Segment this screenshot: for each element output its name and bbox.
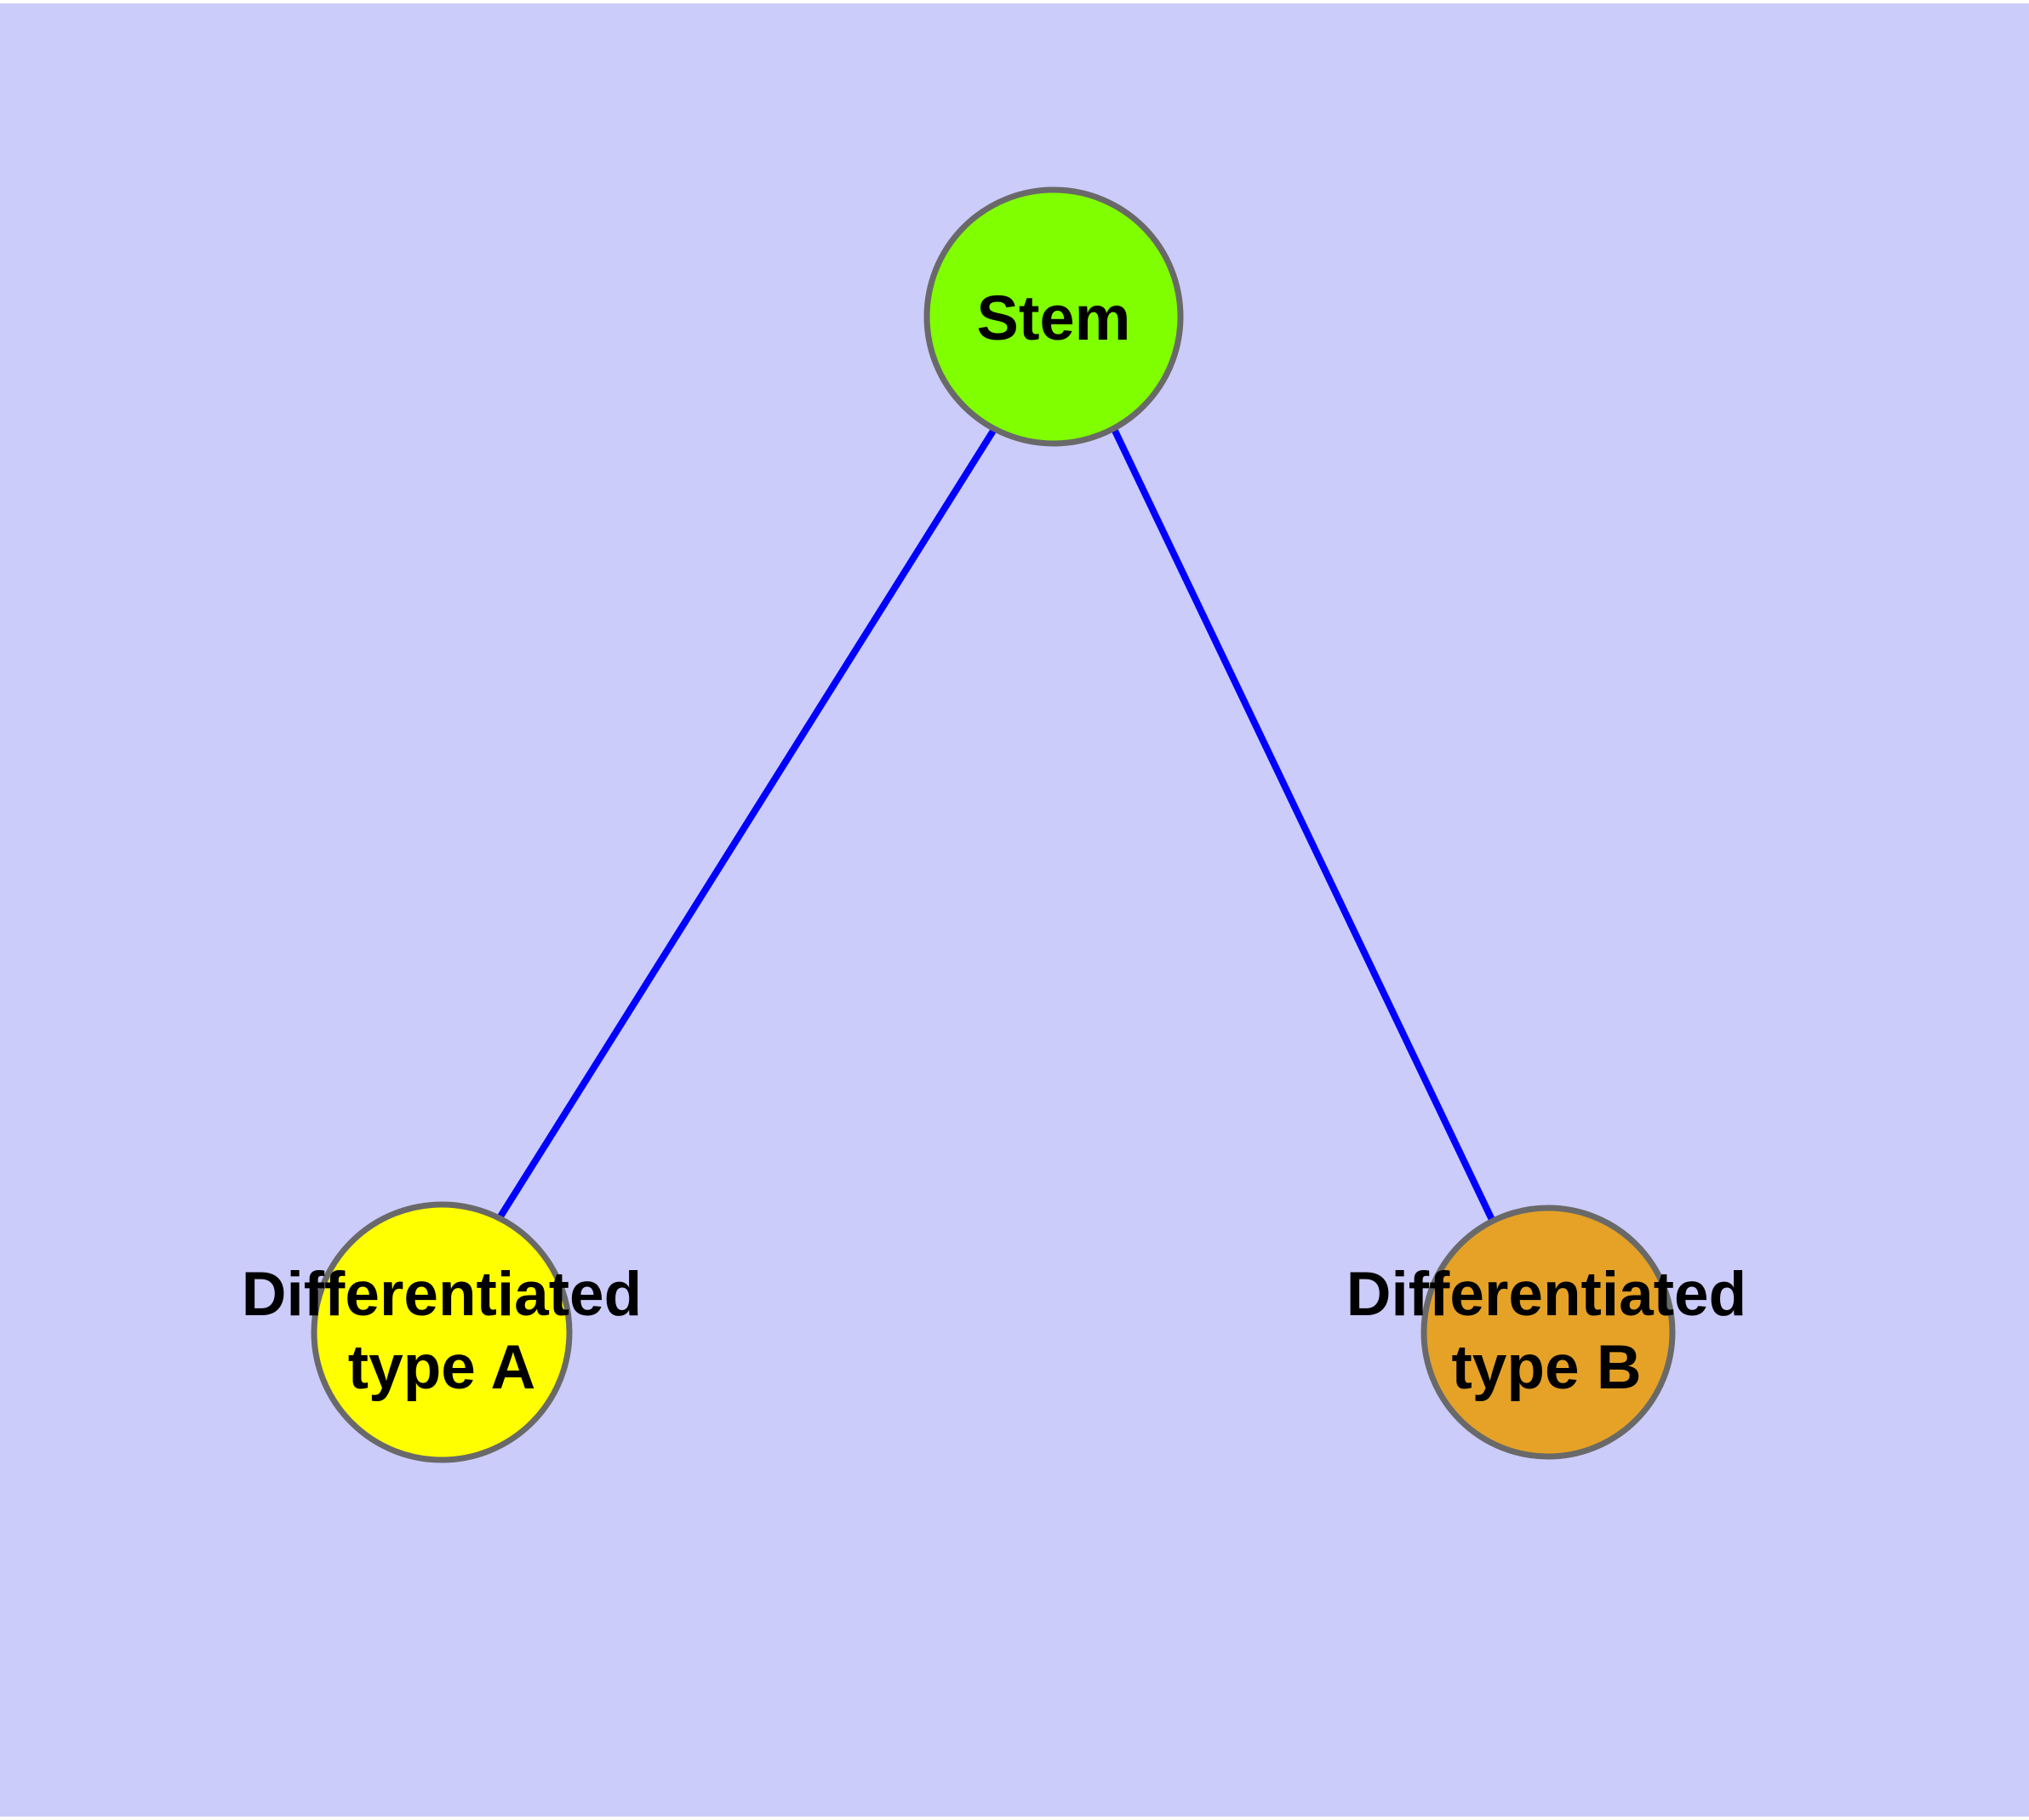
node-differentiated-type-a[interactable]: [311, 1201, 573, 1463]
edge-layer: [493, 428, 1497, 1226]
edge-stem-to-differentiated-type-a[interactable]: [493, 428, 997, 1226]
node-differentiated-type-b[interactable]: [1420, 1205, 1676, 1460]
edge-stem-to-differentiated-type-b[interactable]: [1112, 429, 1497, 1225]
node-stem[interactable]: [923, 186, 1184, 447]
node-layer: [311, 186, 1676, 1463]
